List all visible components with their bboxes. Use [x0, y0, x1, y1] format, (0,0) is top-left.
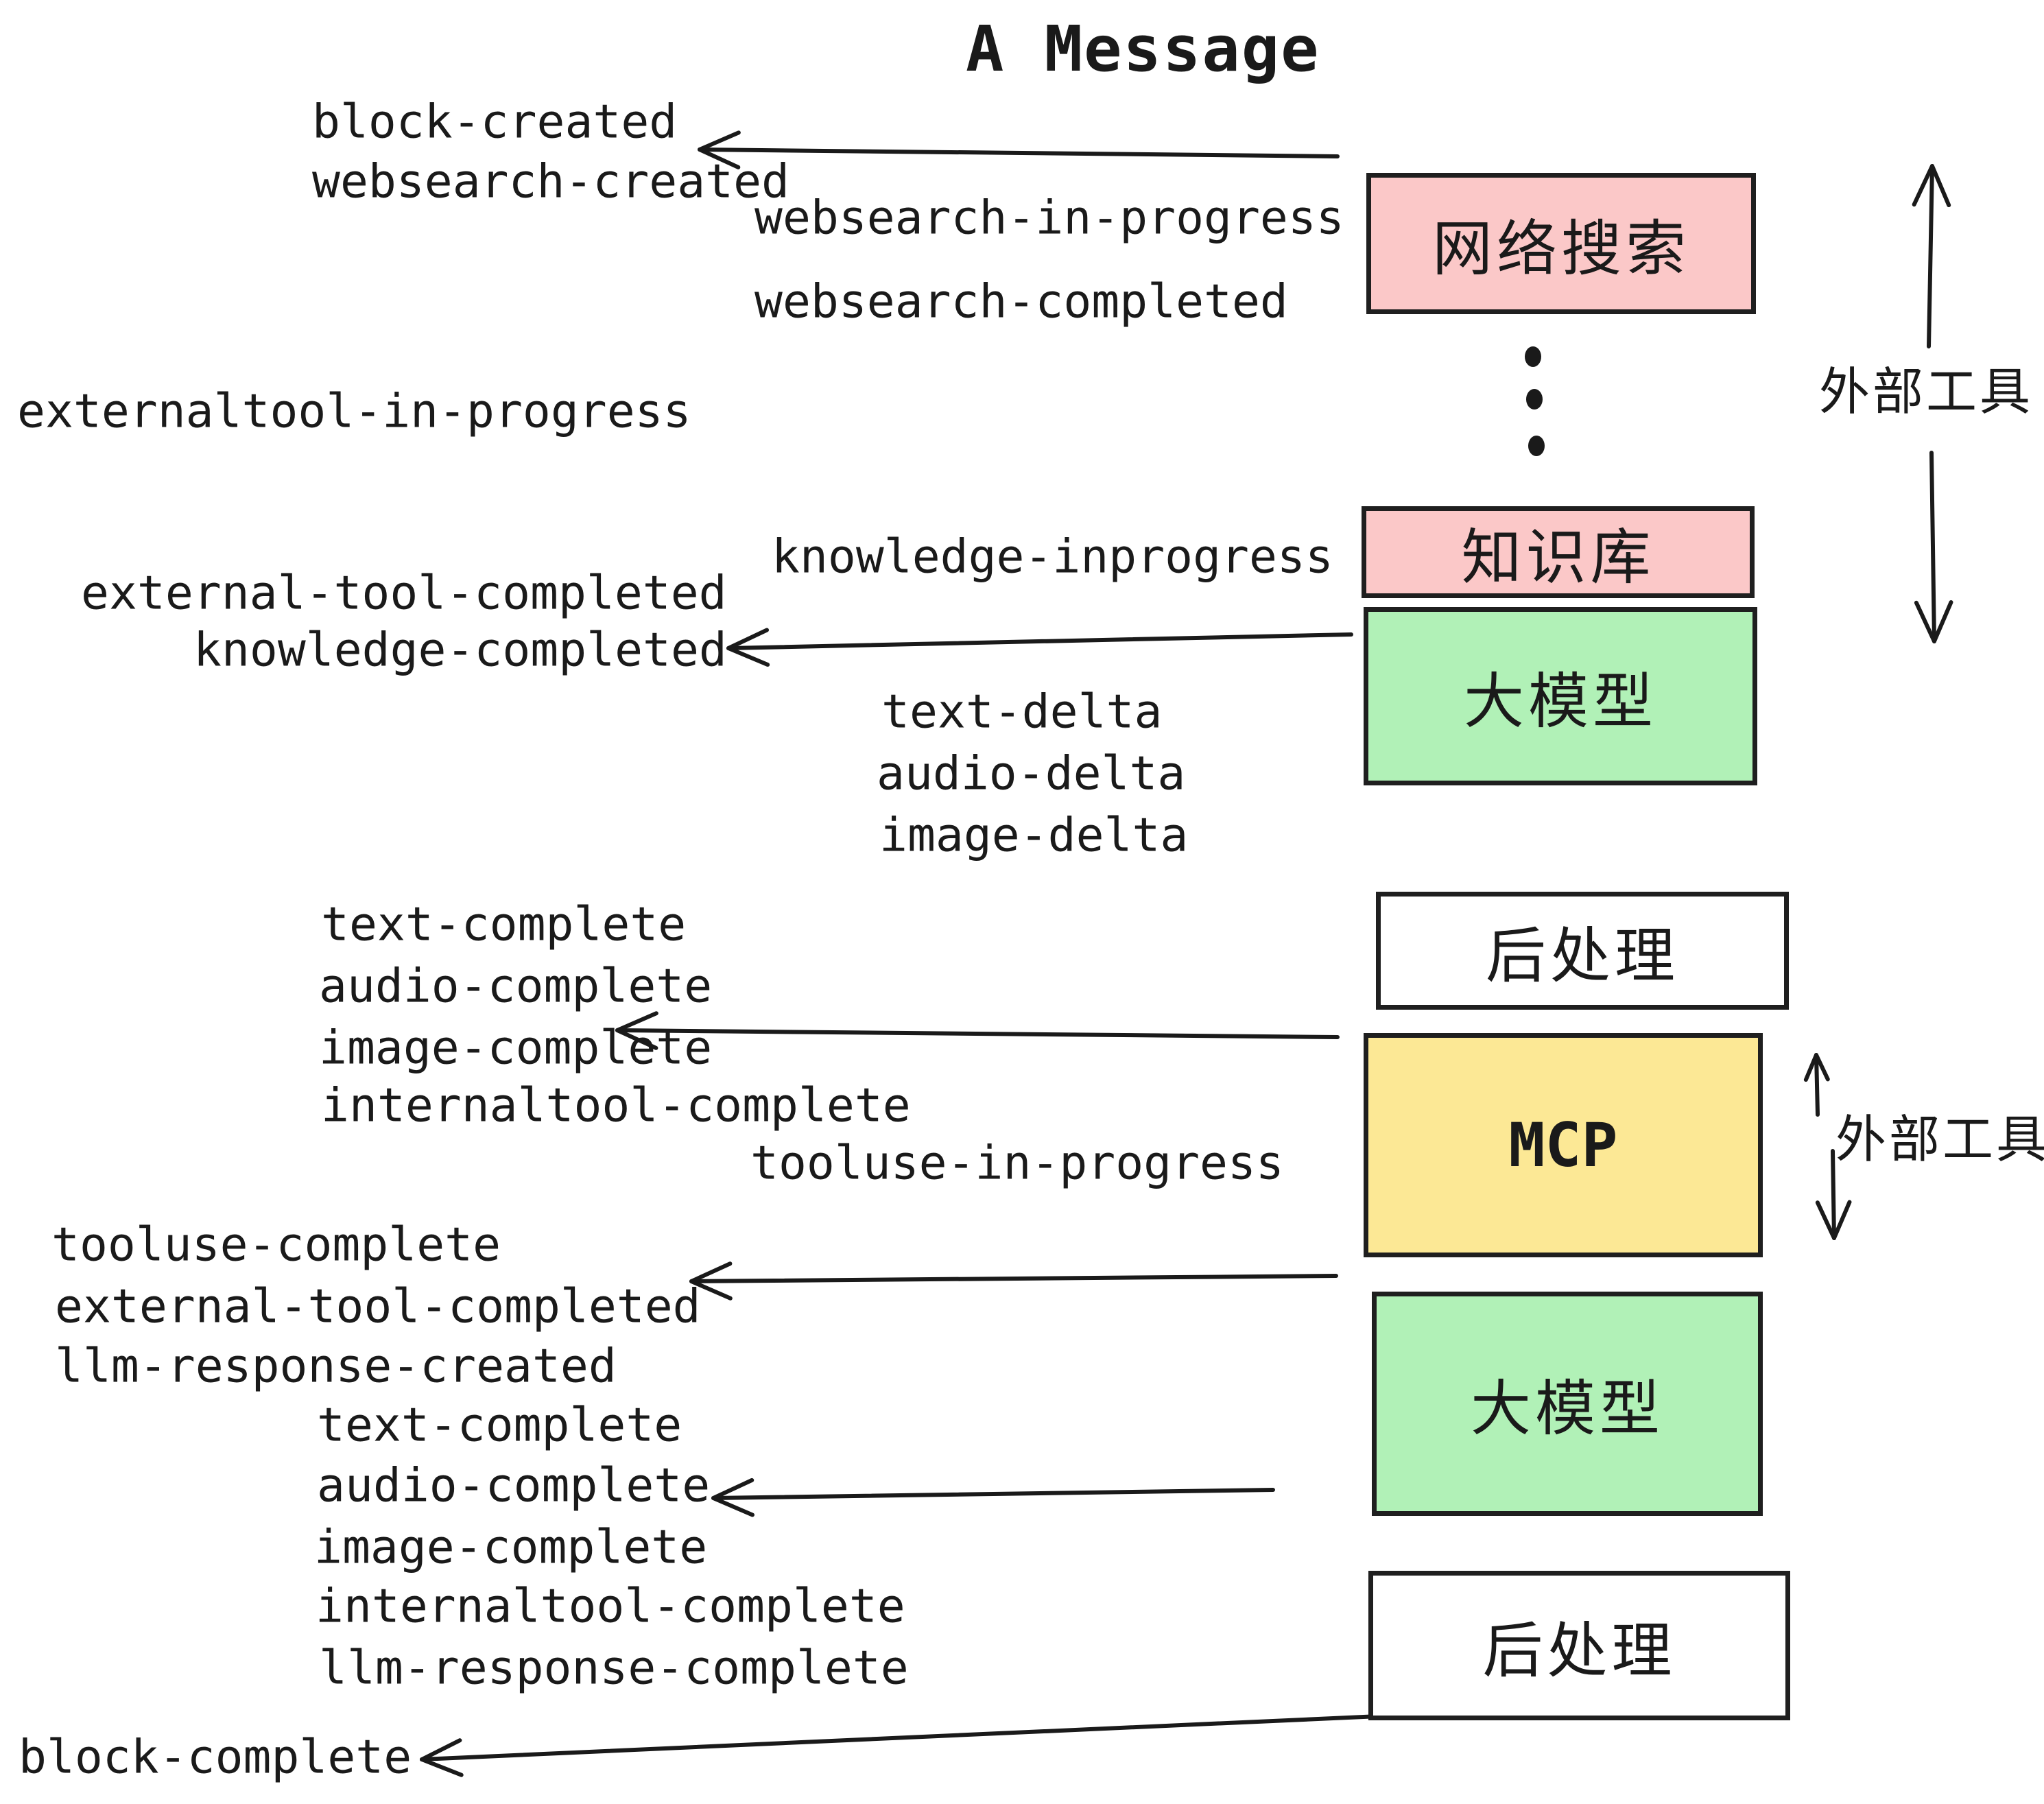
arrow-head: [420, 1738, 464, 1777]
node-box: 大模型: [1364, 607, 1757, 785]
arrow-shaft: [1814, 1053, 1820, 1117]
node-box: 后处理: [1376, 892, 1789, 1010]
event-label: image-complete: [314, 1520, 708, 1575]
ellipsis-dot: [1526, 389, 1543, 410]
event-label: text-delta: [881, 685, 1163, 739]
event-label: audio-complete: [317, 1458, 711, 1513]
arrow-shaft: [615, 1028, 1340, 1039]
diagram-title: A Message: [966, 12, 1320, 86]
node-box: 后处理: [1368, 1571, 1790, 1720]
node-box-label: 后处理: [1482, 1616, 1676, 1685]
arrow-shaft: [698, 147, 1340, 158]
event-label: image-delta: [879, 808, 1189, 863]
arrow-head: [711, 1477, 754, 1517]
event-label: external-tool-completed: [55, 1279, 701, 1334]
arrow-shaft: [689, 1274, 1338, 1283]
side-annotation-label: 外部工具: [1835, 1111, 2044, 1168]
side-annotation-label: 外部工具: [1819, 363, 2033, 420]
event-label: externaltool-in-progress: [17, 384, 691, 439]
arrow-shaft: [1927, 164, 1934, 348]
ellipsis-dot: [1525, 346, 1541, 367]
event-label: knowledge-inprogress: [772, 530, 1333, 584]
node-box-label: MCP: [1508, 1110, 1618, 1180]
event-label: tooluse-complete: [51, 1218, 501, 1272]
node-box-label: 网络搜索: [1431, 214, 1690, 283]
event-label: websearch-in-progress: [754, 191, 1344, 246]
node-box: 网络搜索: [1366, 173, 1756, 314]
event-label: external-tool-completed: [81, 566, 727, 621]
event-label: llm-response-created: [55, 1339, 617, 1394]
node-box-label: 知识库: [1461, 523, 1655, 591]
event-label: knowledge-completed: [193, 623, 727, 678]
arrow-head: [1914, 600, 1953, 643]
node-box: MCP: [1364, 1033, 1763, 1257]
event-label: websearch-completed: [754, 274, 1288, 329]
arrow-shaft: [711, 1488, 1275, 1500]
event-label: internaltool-complete: [316, 1579, 905, 1634]
node-box: 大模型: [1372, 1292, 1763, 1516]
event-label: llm-response-complete: [319, 1641, 909, 1696]
event-label: tooluse-in-progress: [750, 1136, 1284, 1191]
arrow-shaft: [726, 632, 1353, 650]
arrow-shaft: [1929, 451, 1936, 643]
event-label: audio-complete: [319, 959, 713, 1014]
node-box-label: 大模型: [1463, 667, 1657, 735]
event-label: block-complete: [19, 1730, 412, 1785]
ellipsis-dot: [1528, 436, 1545, 456]
arrow-head: [726, 628, 770, 667]
event-label: block-created: [312, 95, 678, 150]
arrow-shaft: [1831, 1149, 1836, 1240]
node-box-label: 后处理: [1485, 921, 1679, 990]
arrow-head: [1815, 1200, 1852, 1240]
arrow-head: [1803, 1053, 1830, 1082]
node-box: 知识库: [1362, 506, 1755, 598]
node-box-label: 大模型: [1470, 1375, 1664, 1443]
event-label: image-complete: [319, 1021, 713, 1076]
event-label: internaltool-complete: [321, 1078, 911, 1133]
arrow-head: [1912, 164, 1951, 208]
event-label: text-complete: [317, 1398, 682, 1453]
event-label: audio-delta: [877, 746, 1186, 801]
event-label: websearch-created: [312, 154, 789, 209]
event-label: text-complete: [321, 897, 687, 952]
arrow-shaft: [420, 1714, 1381, 1761]
